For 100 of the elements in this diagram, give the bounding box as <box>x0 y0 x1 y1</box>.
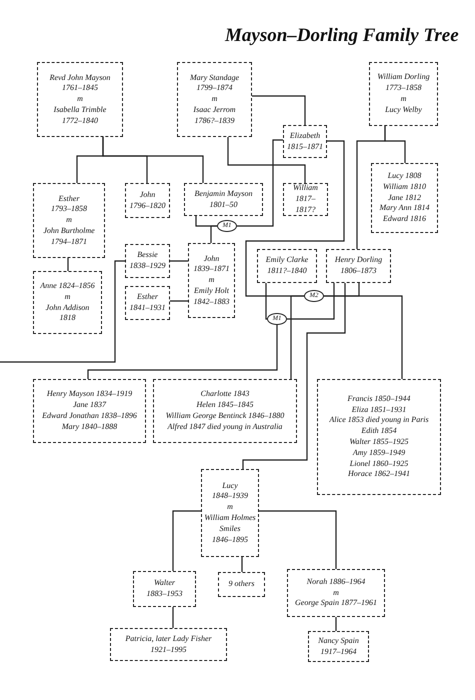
person-box <box>125 286 170 320</box>
family-text: 1921–1995 <box>150 644 186 656</box>
family-text: Charlotte 1843 <box>200 389 250 400</box>
family-text: Anne 1824–1856 <box>40 280 95 292</box>
family-line <box>259 510 337 569</box>
family-line <box>245 140 345 297</box>
person-box <box>317 379 441 495</box>
family-line <box>324 295 403 379</box>
family-text: Mary Ann 1814 <box>379 203 430 214</box>
person-box <box>177 62 252 137</box>
family-text: 1839–1871 <box>194 264 230 276</box>
person-box <box>326 249 391 283</box>
family-text: 1846–1895 <box>212 534 248 546</box>
family-text: John Addison <box>46 302 90 314</box>
family-text: Elizabeth <box>290 130 320 142</box>
person-box <box>283 183 328 216</box>
family-text: Helen 1845–1845 <box>196 400 254 411</box>
person-box <box>218 572 265 597</box>
person-box <box>371 163 438 233</box>
family-text: 1841–1931 <box>130 303 166 314</box>
family-text: Mary 1840–1888 <box>62 422 118 433</box>
person-box <box>257 249 317 283</box>
family-line <box>87 325 278 379</box>
person-box <box>369 62 438 126</box>
family-text: John <box>140 190 156 200</box>
family-line <box>265 283 268 320</box>
family-text: Alfred 1847 died young in Australia <box>168 422 282 433</box>
marriage-oval <box>217 220 237 232</box>
family-text: m <box>66 215 72 226</box>
person-box <box>125 244 170 278</box>
family-text: m <box>77 94 83 105</box>
family-text: 1773–1858 <box>386 83 422 94</box>
family-line <box>290 295 304 379</box>
family-text: 1796–1820 <box>130 200 166 212</box>
family-line <box>102 137 204 183</box>
family-text: 1761–1845 <box>62 83 98 94</box>
family-text: William Holmes Smiles <box>204 513 256 535</box>
family-text: Edward 1816 <box>382 214 426 225</box>
family-text: m <box>400 94 406 105</box>
person-box <box>33 271 102 334</box>
marriage-oval <box>304 290 324 302</box>
family-line <box>0 260 125 363</box>
family-line <box>170 300 188 302</box>
family-text: Norah 1886–1964 <box>306 576 366 588</box>
family-text: Edward Jonathan 1838–1896 <box>42 411 137 422</box>
diagram-title: Mayson–Dorling Family Tree <box>225 25 459 47</box>
family-text: Francis 1850–1944 <box>348 394 410 405</box>
family-text: Edith 1854 <box>361 426 397 437</box>
person-box <box>201 469 259 557</box>
family-text: Lionel 1860–1925 <box>350 458 408 470</box>
family-text: 1786?–1839 <box>194 116 234 126</box>
family-text: Esther <box>137 292 158 303</box>
family-text: Alice 1853 died young in Paris <box>329 415 429 426</box>
family-text: 1793–1858 <box>51 204 87 216</box>
family-text: William George Bentinck 1846–1880 <box>166 411 284 422</box>
family-text: John <box>204 254 220 264</box>
family-line <box>172 510 201 571</box>
family-line <box>252 95 306 125</box>
family-text: 1917–1964 <box>320 646 356 658</box>
family-text: George Spain 1877–1961 <box>295 598 377 610</box>
family-text: Nancy Spain <box>318 636 359 646</box>
family-text: Emily Holt <box>194 286 229 297</box>
family-text: Jane 1812 <box>388 192 422 204</box>
family-text: m <box>208 275 214 286</box>
family-text: William Dorling <box>377 72 430 84</box>
family-text: 1883–1953 <box>146 589 182 600</box>
person-box <box>188 243 235 318</box>
person-box <box>308 631 369 662</box>
family-text: 1815–1871 <box>287 142 323 152</box>
person-box <box>287 569 385 617</box>
family-line <box>210 225 217 243</box>
family-text: 9 others <box>228 579 254 590</box>
marriage-oval <box>267 313 287 325</box>
family-text: m <box>227 502 233 513</box>
family-text: Isaac Jerrom <box>193 104 236 116</box>
family-text: Patricia, later Lady Fisher <box>125 634 212 644</box>
family-text: Emily Clarke <box>266 255 308 266</box>
family-line <box>67 258 69 271</box>
family-text: m <box>64 292 70 302</box>
person-box <box>283 125 327 158</box>
family-text: 1811?–1840 <box>267 266 307 277</box>
family-text: Jane 1837 <box>72 400 106 411</box>
family-text: Mary Standage <box>190 72 240 84</box>
family-text: Walter 1855–1925 <box>349 437 409 448</box>
family-text: Horace 1862–1941 <box>348 469 410 480</box>
person-box <box>133 571 196 607</box>
family-text: Lucy Welby <box>385 104 422 116</box>
family-text: 1848–1939 <box>212 491 248 502</box>
family-text: Henry Dorling <box>334 255 382 266</box>
family-line <box>356 126 386 249</box>
family-text: Benjamin Mayson <box>194 188 252 200</box>
family-text: Isabella Trimble <box>54 104 106 116</box>
family-text: Esther <box>58 194 80 204</box>
family-text: Bessie <box>137 250 158 261</box>
person-box <box>153 379 297 443</box>
family-text: Revd John Mayson <box>50 72 110 84</box>
family-line <box>172 607 174 628</box>
family-text: Henry Mayson 1834–1919 <box>46 389 132 400</box>
person-box <box>184 183 263 216</box>
family-line <box>242 283 346 469</box>
